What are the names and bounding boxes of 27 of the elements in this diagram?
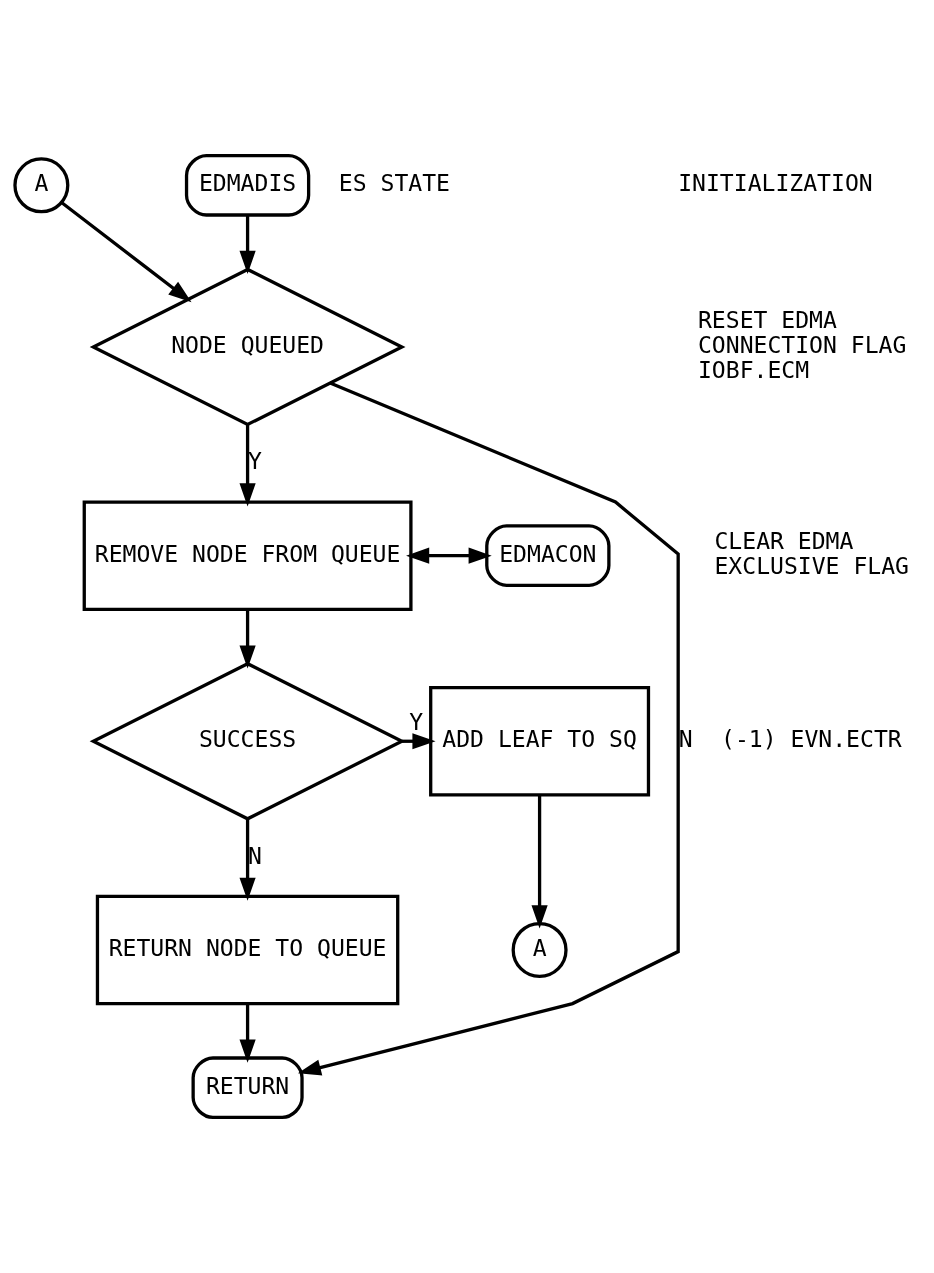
edge-label: N bbox=[248, 842, 262, 869]
node-box: EDMACON bbox=[485, 524, 611, 587]
label: (-1) EVN.ECTR bbox=[721, 726, 902, 753]
arrow bbox=[297, 381, 680, 1076]
node-box: RETURN NODE TO QUEUE bbox=[95, 894, 400, 1006]
node-box: REMOVE NODE FROM QUEUE bbox=[82, 500, 413, 611]
node-circle: A bbox=[13, 157, 70, 214]
edge-label: Y bbox=[409, 709, 424, 736]
node-label: ES STATE bbox=[338, 170, 450, 197]
node-box: ADD LEAF TO SQ bbox=[429, 686, 651, 797]
edge-label: Y bbox=[248, 448, 262, 475]
arrow bbox=[60, 201, 192, 303]
label: INITIALIZATION bbox=[678, 170, 873, 197]
arrow bbox=[239, 215, 256, 274]
arrow bbox=[406, 547, 492, 564]
arrow bbox=[239, 609, 256, 669]
arrow bbox=[239, 424, 256, 507]
arrow bbox=[239, 818, 256, 901]
arrow bbox=[239, 1003, 256, 1063]
edge-label: N bbox=[678, 726, 693, 753]
arrow bbox=[531, 795, 548, 929]
node-box: RETURN bbox=[191, 1056, 304, 1120]
node-circle: A bbox=[511, 921, 568, 978]
node-diamond: NODE QUEUED bbox=[89, 267, 406, 427]
label: RESET EDMA CONNECTION FLAG IOBF.ECM bbox=[697, 307, 907, 383]
node-box: EDMADIS bbox=[184, 153, 311, 217]
label: CLEAR EDMA EXCLUSIVE FLAG bbox=[714, 528, 909, 580]
